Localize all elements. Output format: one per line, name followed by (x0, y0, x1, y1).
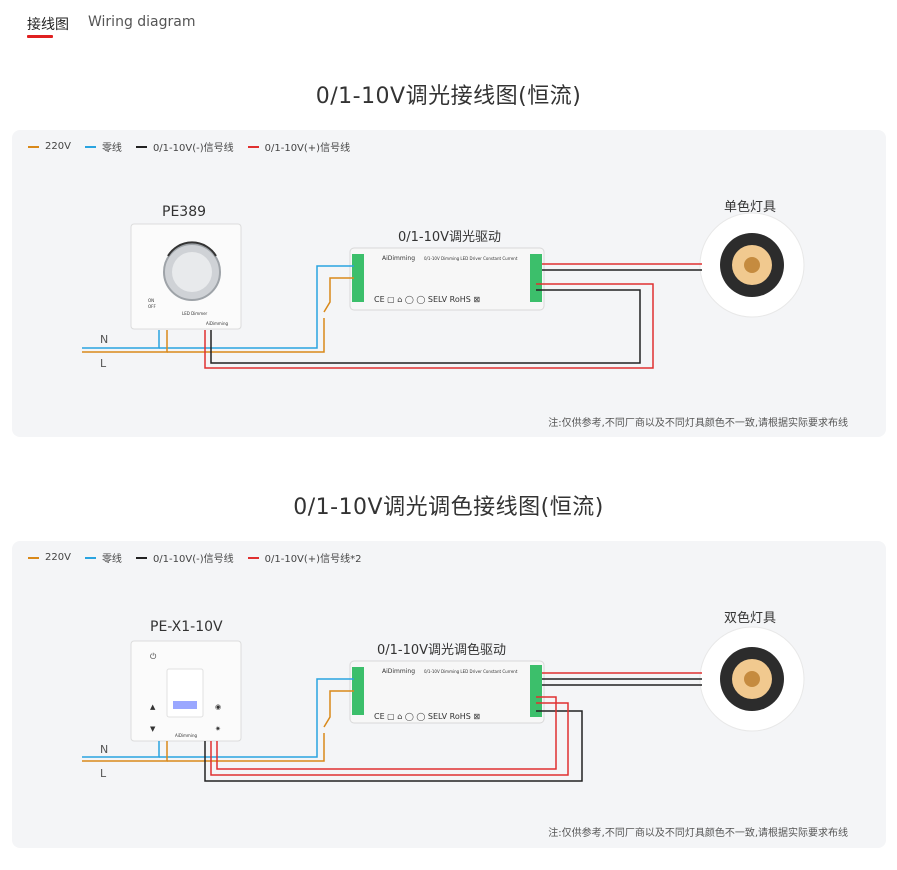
section-1-panel: 220V 零线 0/1-10V(-)信号线 0/1-10V(+)信号线 PE38… (12, 130, 886, 437)
active-tab-indicator (27, 35, 53, 38)
legend-label: 零线 (101, 554, 122, 565)
legend-neutral: 零线 (84, 550, 122, 565)
driver-label: 0/1-10V调光驱动 (398, 230, 502, 245)
touch-panel: ⏻ ▲ ▼ ◉ ✷ AiDimming (130, 640, 242, 742)
section-1-note: 注:仅供参考,不同厂商以及不同灯具颜色不一致,请根据实际要求布线 (548, 418, 848, 429)
driver-input-terminal (352, 254, 364, 302)
section-1-diagram: ON OFF LED Dimmer AiDimming AiDimming 0/… (82, 212, 805, 369)
wires (82, 672, 702, 782)
line-n-label: N (100, 333, 109, 346)
legend-swatch-pos (247, 556, 259, 559)
legend-220v: 220V (28, 550, 71, 565)
legend-label: 0/1-10V(-)信号线 (152, 554, 234, 565)
legend-label: 0/1-10V(-)信号线 (152, 143, 234, 154)
tab-wiring-en[interactable]: Wiring diagram (88, 14, 196, 30)
panel-logo: AiDimming (175, 733, 197, 738)
dimmer-brand: LED Dimmer (182, 311, 208, 316)
legend-signal-neg: 0/1-10V(-)信号线 (135, 139, 234, 154)
legend-signal-pos: 0/1-10V(+)信号线 (247, 139, 351, 154)
legend-swatch-pos (247, 145, 259, 148)
lamp-label: 单色灯具 (724, 200, 777, 215)
section-2-title: 0/1-10V调光调色接线图(恒流) (293, 495, 604, 520)
section-2-legend: 220V 零线 0/1-10V(-)信号线 0/1-10V(+)信号线*2 (28, 550, 361, 565)
single-color-lamp (699, 212, 805, 318)
line-n-label: N (100, 743, 109, 756)
power-icon: ⏻ (150, 652, 157, 661)
section-2-diagram: ⏻ ▲ ▼ ◉ ✷ AiDimming AiDimming 0/1-10V Di… (82, 626, 805, 782)
dimmer-panel: ON OFF LED Dimmer AiDimming (130, 223, 242, 330)
driver-certification-marks: CE ▢ ⌂ ◯ ◯ SELV RoHS ⊠ (374, 712, 480, 721)
line-l-label: L (100, 767, 107, 780)
legend-swatch-neutral (84, 145, 96, 148)
controller-label: PE-X1-10V (150, 619, 223, 635)
up-icon: ▲ (150, 703, 156, 711)
legend-neutral: 零线 (84, 139, 122, 154)
down-icon: ▼ (150, 725, 156, 733)
section-1-legend: 220V 零线 0/1-10V(-)信号线 0/1-10V(+)信号线 (28, 139, 350, 154)
line-l-label: L (100, 357, 107, 370)
legend-label: 0/1-10V(+)信号线 (264, 143, 351, 154)
driver-output-terminal (530, 254, 542, 302)
section-2-panel: 220V 零线 0/1-10V(-)信号线 0/1-10V(+)信号线*2 PE… (12, 541, 886, 848)
dual-color-lamp (699, 626, 805, 732)
legend-label: 220V (45, 552, 71, 563)
color-temp-icon: ◉ (215, 703, 221, 711)
tab-wiring-cn[interactable]: 接线图 (27, 17, 69, 33)
legend-label: 0/1-10V(+)信号线*2 (264, 554, 362, 565)
tab-bar: 接线图 Wiring diagram (0, 0, 897, 40)
section-2-note: 注:仅供参考,不同厂商以及不同灯具颜色不一致,请根据实际要求布线 (548, 828, 848, 839)
legend-swatch-neg (135, 145, 147, 148)
legend-220v: 220V (28, 139, 71, 154)
legend-label: 零线 (101, 143, 122, 154)
legend-signal-pos: 0/1-10V(+)信号线*2 (247, 550, 362, 565)
legend-swatch-neg (135, 556, 147, 559)
legend-swatch-220v (28, 145, 39, 148)
driver-model: 0/1-10V Dimming LED Driver Constant Curr… (424, 256, 518, 261)
driver-brand: AiDimming (382, 255, 415, 262)
controller-label: PE389 (162, 204, 207, 220)
legend-swatch-neutral (84, 556, 96, 559)
driver-output-terminal (530, 665, 542, 717)
legend-label: 220V (45, 141, 71, 152)
legend-signal-neg: 0/1-10V(-)信号线 (135, 550, 234, 565)
driver-certification-marks: CE ▢ ⌂ ◯ ◯ SELV RoHS ⊠ (374, 295, 480, 304)
driver-input-terminal (352, 667, 364, 715)
driver-label: 0/1-10V调光调色驱动 (377, 643, 507, 658)
driver-brand: AiDimming (382, 668, 415, 675)
driver-model: 0/1-10V Dimming LED Driver Constant Curr… (424, 669, 518, 674)
off-mark: OFF (148, 304, 156, 309)
driver-box: AiDimming 0/1-10V Dimming LED Driver Con… (349, 247, 545, 311)
lamp-label: 双色灯具 (724, 611, 777, 626)
driver-box: AiDimming 0/1-10V Dimming LED Driver Con… (349, 660, 545, 724)
legend-swatch-220v (28, 556, 39, 559)
dimmer-logo: AiDimming (206, 321, 228, 326)
section-1-title: 0/1-10V调光接线图(恒流) (315, 84, 582, 109)
brightness-icon: ✷ (215, 725, 221, 733)
wires (82, 263, 702, 369)
on-mark: ON (148, 298, 154, 303)
